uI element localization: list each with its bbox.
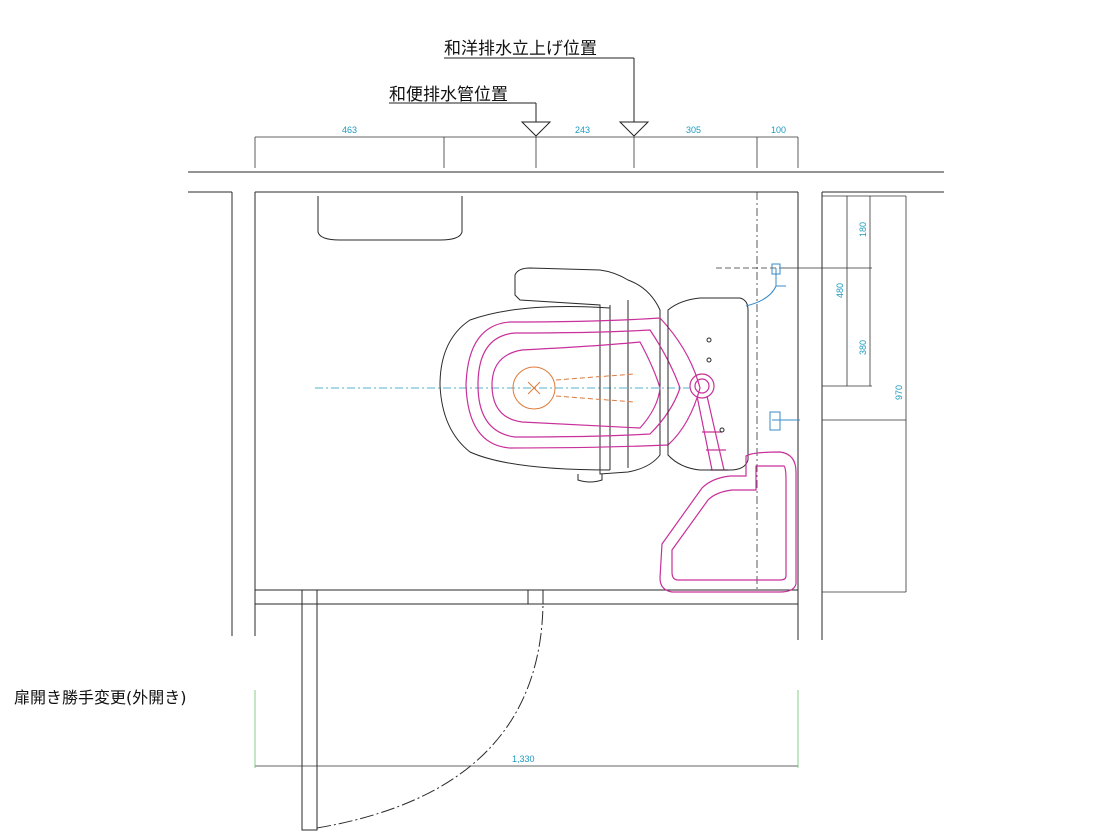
dim-243: 243 bbox=[575, 125, 590, 135]
flush-valve-box bbox=[667, 297, 749, 471]
dim-305: 305 bbox=[686, 125, 701, 135]
drain-pipe-label: 和便排水管位置 bbox=[389, 85, 508, 105]
hand-sink bbox=[317, 196, 463, 241]
drain-pipe-marker bbox=[389, 102, 552, 137]
bottom-dimension bbox=[254, 690, 799, 768]
center-lines bbox=[315, 192, 785, 590]
drain-riser-label: 和洋排水立上げ位置 bbox=[444, 39, 597, 59]
dim-970: 970 bbox=[894, 385, 904, 400]
western-toilet bbox=[439, 267, 661, 483]
japanese-toilet-fixture bbox=[465, 317, 728, 471]
right-dimension-chain bbox=[785, 195, 907, 593]
dim-1330: 1,330 bbox=[512, 754, 535, 764]
handrail bbox=[659, 451, 797, 593]
dim-100: 100 bbox=[771, 125, 786, 135]
dim-463: 463 bbox=[342, 125, 357, 135]
door bbox=[301, 589, 544, 831]
walls bbox=[188, 171, 944, 640]
bowl-centerline bbox=[512, 366, 635, 410]
drain-riser-marker bbox=[444, 57, 650, 137]
dim-380: 380 bbox=[858, 340, 868, 355]
door-swing-note: 扉開き勝手変更(外開き) bbox=[14, 688, 187, 707]
dim-480: 480 bbox=[835, 283, 845, 298]
dim-180: 180 bbox=[858, 222, 868, 237]
top-dimension-chain bbox=[254, 136, 799, 168]
water-supply-pipe bbox=[745, 263, 800, 431]
